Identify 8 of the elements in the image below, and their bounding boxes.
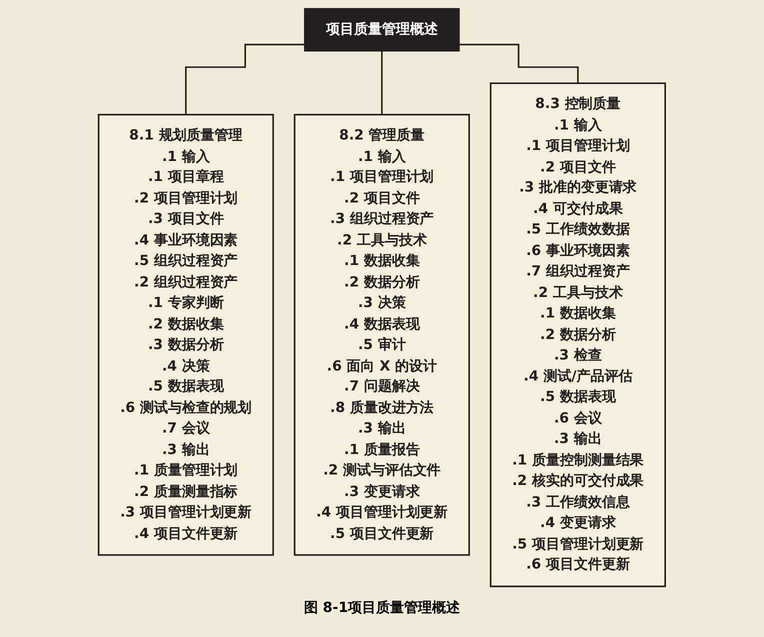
figure-caption: 图 8-1项目质量管理概述 xyxy=(304,599,460,617)
node-box: 8.2 管理质量 .1 输入 .1 项目管理计划 .2 项目文件 .3 组织过程资产 .2 工具与技术 .1 数据收集 .2 数据分析 .3 决策 .4 数据表现 .5 审计 .6 面向 X 的设计 .7 问题解决 .8 质量改进方法 .3 输出 .1 质量报告 .2 测试与评估文件 .3 变更请求 .4 项目管理计划更新 .5 项目文件更新 xyxy=(294,114,470,556)
connector xyxy=(459,44,579,84)
node-box: 8.3 控制质量 .1 输入 .1 项目管理计划 .2 项目文件 .3 批准的变更请求 .4 可交付成果 .5 工作绩效数据 .6 事业环境因素 .7 组织过程资产 .2 工具与技术 .1 数据收集 .2 数据分析 .3 检查 .4 测试/产品评估 .5 数据表现 .6 会议 .3 输出 .1 质量控制测量结果 .2 核实的可交付成果 .3 工作绩效信息 .4 变更请求 .5 项目管理计划更新 .6 项目文件更新 xyxy=(490,82,666,588)
connector xyxy=(185,44,305,116)
node-box: 项目质量管理概述 xyxy=(304,8,460,52)
node-box: 8.1 规划质量管理 .1 输入 .1 项目章程 .2 项目管理计划 .3 项目文件 .4 事业环境因素 .5 组织过程资产 .2 组织过程资产 .1 专家判断 .2 数据收集 .3 数据分析 .4 决策 .5 数据表现 .6 测试与检查的规划 .7 会议 .3 输出 .1 质量管理计划 .2 质量测量指标 .3 项目管理计划更新 .4 项目文件更新 xyxy=(98,114,274,556)
connector xyxy=(381,50,383,116)
